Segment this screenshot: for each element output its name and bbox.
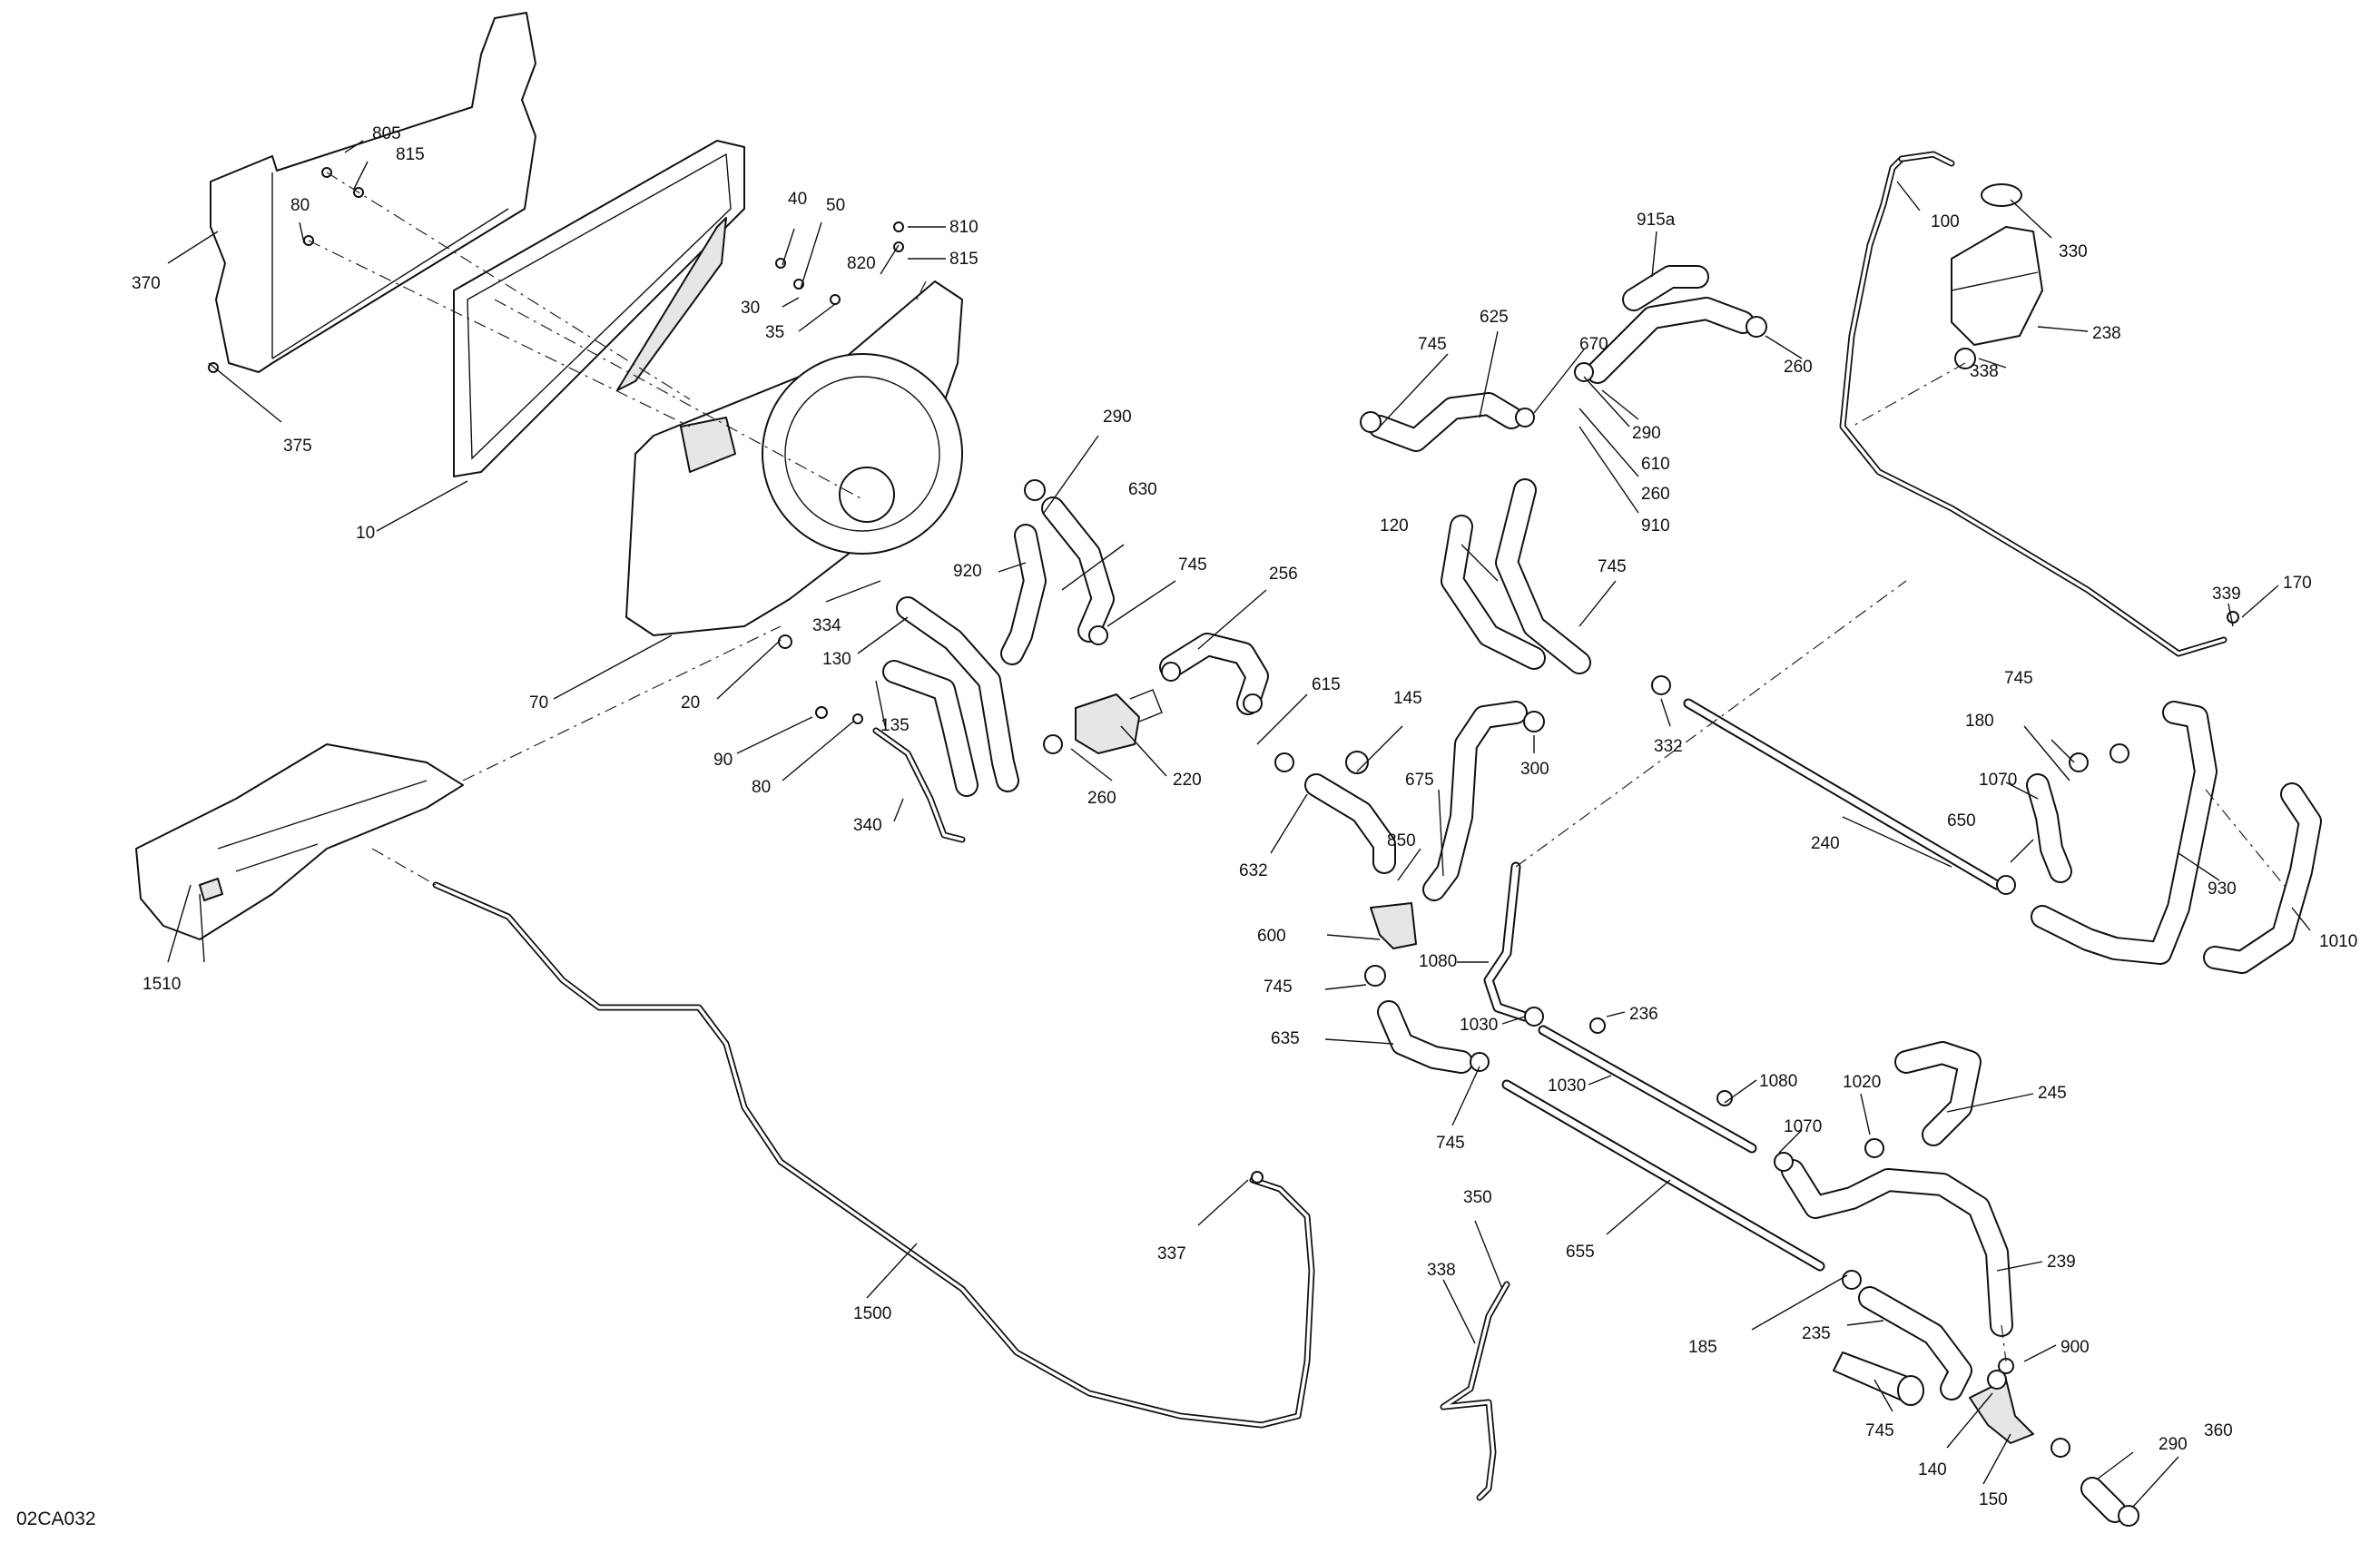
callout-745a: 745 <box>1178 555 1207 575</box>
callout-20: 20 <box>681 693 700 713</box>
callout-220: 220 <box>1173 771 1202 790</box>
callout-670: 290 <box>1632 424 1661 443</box>
callout-260a: 260 <box>1087 789 1116 808</box>
callout-339: 170 <box>2283 574 2312 593</box>
callout-260c: 910 <box>1641 516 1670 536</box>
callout-120: 745 <box>1598 557 1627 576</box>
callout-238: 338 <box>1970 362 1999 381</box>
callout-745d: 745 <box>1418 335 1447 354</box>
callout-745f: 332 <box>1654 737 1683 756</box>
callout-337: 1500 <box>853 1304 891 1323</box>
callout-820: 820 <box>847 254 876 273</box>
callout-1500: 1510 <box>143 975 181 994</box>
callout-610: 260 <box>1641 485 1670 504</box>
callout-labels: 805 815 80 370 375 10 40 50 30 35 820 81… <box>16 124 2357 1529</box>
callout-370: 370 <box>132 274 161 293</box>
callout-655: 185 <box>1688 1338 1717 1357</box>
callout-350: 338 <box>1427 1261 1456 1280</box>
leader-lines <box>167 140 2311 1508</box>
callout-10: 10 <box>356 524 375 543</box>
radiator-10 <box>453 140 745 477</box>
callout-332: 100 <box>1931 212 1960 231</box>
callout-145: 145 <box>1393 689 1422 708</box>
callout-35: 35 <box>765 323 784 342</box>
callout-256: 256 <box>1269 565 1298 584</box>
callout-745e: 670 <box>1579 335 1608 354</box>
callout-90: 90 <box>713 751 733 770</box>
callout-920: 920 <box>953 562 982 581</box>
callout-180: 1070 <box>1979 771 2017 790</box>
callout-745h: 140 <box>1918 1460 1947 1479</box>
callout-100: 330 <box>2059 242 2088 261</box>
callout-810: 810 <box>949 218 979 237</box>
callout-338a: 339 <box>2212 585 2241 604</box>
callout-930: 1010 <box>2319 932 2357 951</box>
parts-drawing <box>135 12 2322 1527</box>
callout-1030a: 236 <box>1629 1005 1658 1024</box>
callout-340: 340 <box>853 816 882 835</box>
callout-1070b: 1020 <box>1843 1073 1881 1092</box>
callout-375: 375 <box>283 437 312 456</box>
diagram-code: 02CA032 <box>16 1509 96 1529</box>
callout-80: 80 <box>290 196 310 215</box>
callout-170: 745 <box>2004 669 2033 688</box>
callout-334: 334 <box>812 616 841 635</box>
callout-1030b: 1080 <box>1759 1072 1797 1091</box>
callout-150: 290 <box>2159 1435 2188 1454</box>
callout-30: 30 <box>741 299 760 318</box>
callout-745c: 745 <box>1436 1134 1465 1153</box>
callout-900: 745 <box>1865 1421 1894 1440</box>
alignment-lines <box>308 172 2288 1362</box>
callout-236: 1030 <box>1548 1076 1586 1096</box>
callout-600: 600 <box>1257 927 1286 946</box>
callout-185: 235 <box>1802 1324 1831 1343</box>
callout-50: 50 <box>826 196 845 215</box>
callout-745g: 180 <box>1965 712 1994 731</box>
callout-1020: 245 <box>2038 1084 2067 1103</box>
callout-240: 930 <box>2208 880 2237 899</box>
callout-745b: 745 <box>1264 978 1293 997</box>
bracket-370 <box>210 12 536 373</box>
tube-337 <box>432 881 1315 1429</box>
callout-70: 70 <box>529 693 548 713</box>
callout-239: 900 <box>2060 1338 2090 1357</box>
callout-815: 815 <box>396 145 425 164</box>
callout-815b: 815 <box>949 250 979 269</box>
callout-1080b: 1070 <box>1784 1117 1822 1136</box>
callout-135: 135 <box>880 716 910 735</box>
callout-40: 40 <box>788 190 807 209</box>
callout-850: 850 <box>1387 831 1416 850</box>
callout-630: 630 <box>1128 480 1157 499</box>
callout-338b: 337 <box>1157 1244 1186 1263</box>
thermostat-220 <box>1075 693 1140 754</box>
callout-360: 350 <box>1463 1188 1492 1207</box>
callout-615: 615 <box>1312 675 1341 694</box>
callout-675: 675 <box>1405 771 1434 790</box>
bracket-1500 <box>135 743 464 940</box>
callout-290b: 260 <box>1784 358 1813 377</box>
callout-1080a: 1030 <box>1460 1016 1498 1035</box>
callout-330: 238 <box>2092 324 2121 343</box>
callout-140: 150 <box>1979 1490 2008 1509</box>
callout-650: 240 <box>1811 834 1840 853</box>
cap-100 <box>1981 183 2022 207</box>
callout-245: 655 <box>1566 1243 1595 1262</box>
callout-635: 635 <box>1271 1029 1300 1048</box>
callout-260b: 610 <box>1641 455 1670 474</box>
callout-300: 300 <box>1520 760 1549 779</box>
callout-910: 120 <box>1380 516 1409 536</box>
callout-130: 130 <box>822 650 851 669</box>
callout-805: 805 <box>372 124 401 143</box>
callout-80b: 80 <box>752 778 771 797</box>
callout-290a: 290 <box>1103 408 1132 427</box>
callout-290c: 360 <box>2204 1421 2233 1440</box>
callout-632: 632 <box>1239 861 1268 880</box>
callout-1070a: 650 <box>1947 811 1976 830</box>
callout-915a: 915a <box>1637 211 1676 230</box>
callout-235: 239 <box>2047 1253 2076 1272</box>
callout-1010: 1080 <box>1419 952 1457 971</box>
reservoir-330 <box>1951 226 2043 346</box>
callout-625: 625 <box>1480 308 1509 327</box>
